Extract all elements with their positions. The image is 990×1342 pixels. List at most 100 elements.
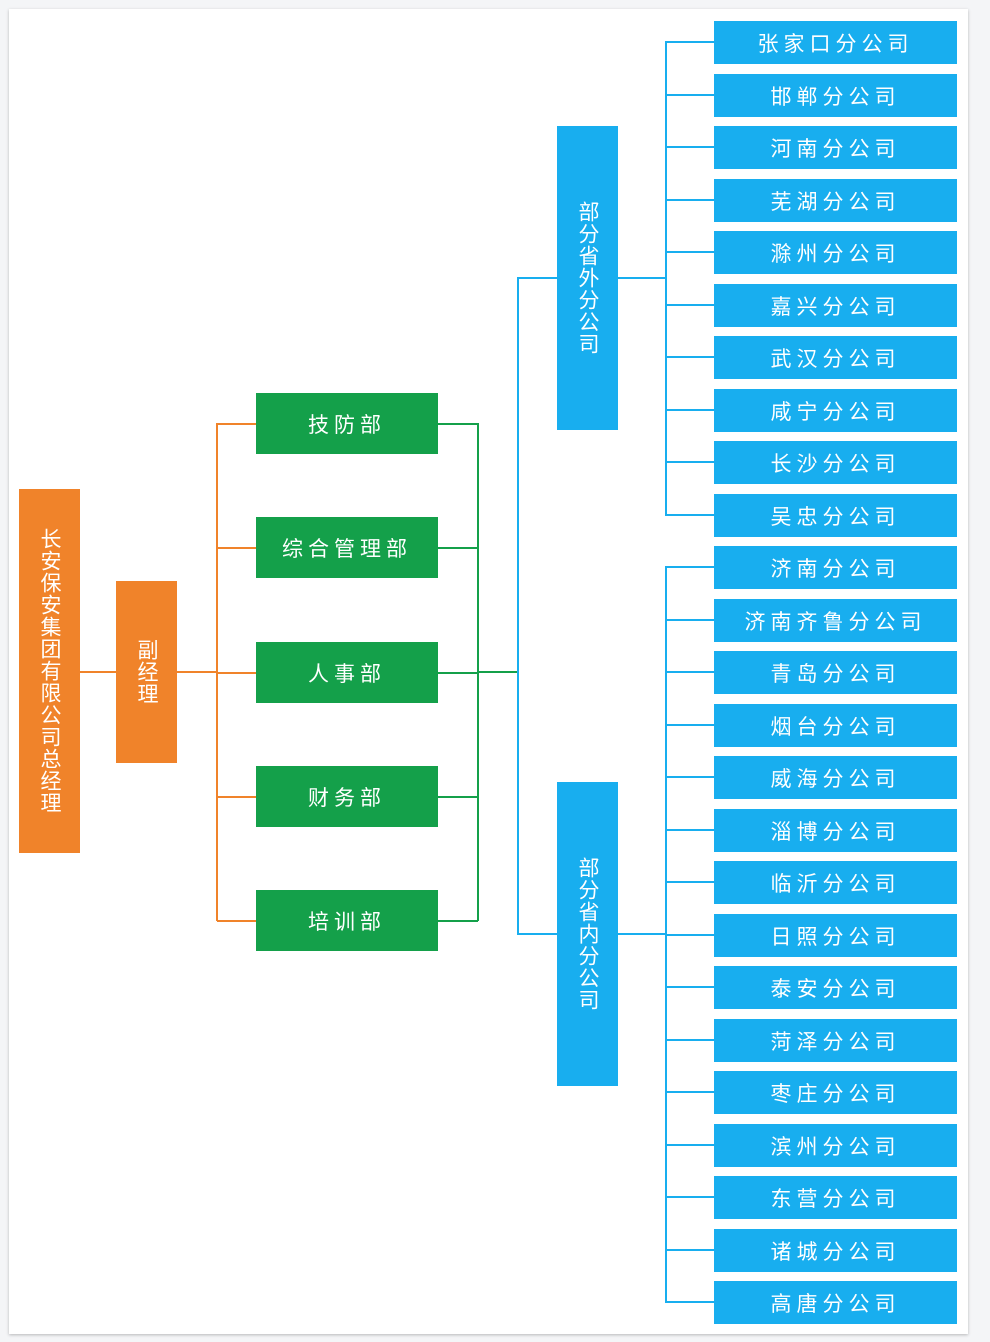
branch-node[interactable]: 烟台分公司 [714,704,957,747]
department-label: 人事部 [308,661,386,686]
branch-label: 高唐分公司 [770,1291,901,1316]
department-node[interactable]: 财务部 [256,766,438,827]
branch-node[interactable]: 青岛分公司 [714,651,957,694]
connector-deputy-to-department [217,672,256,674]
branch-label: 临沂分公司 [770,871,901,896]
branch-node[interactable]: 长沙分公司 [714,441,957,484]
connector-to-region-out [518,277,557,279]
branch-label: 菏泽分公司 [770,1029,901,1054]
branch-node[interactable]: 芜湖分公司 [714,179,957,222]
connector-deputy-to-department [217,423,256,425]
connector-to-branch [666,41,714,43]
connector-to-region-in [518,933,557,935]
branch-node[interactable]: 滁州分公司 [714,231,957,274]
branch-node[interactable]: 邯郸分公司 [714,74,957,117]
connector-department-out [438,672,478,674]
connector-to-branch [666,1144,714,1146]
connector-to-branch [666,356,714,358]
branch-label: 武汉分公司 [770,346,901,371]
branch-node[interactable]: 威海分公司 [714,756,957,799]
department-label: 技防部 [308,412,386,437]
connector-to-branch [666,1249,714,1251]
connector-to-branch [666,461,714,463]
branch-node[interactable]: 日照分公司 [714,914,957,957]
connector-region-to-branches [618,277,666,279]
connector-to-branch [666,986,714,988]
branch-label: 张家口分公司 [757,31,914,56]
connector-to-branch [666,619,714,621]
deputy-manager-node[interactable]: 副经理 [116,581,177,763]
connector-to-branch [666,934,714,936]
branch-node[interactable]: 高唐分公司 [714,1281,957,1324]
connector-to-branch [666,409,714,411]
connector-to-branch [666,881,714,883]
connector-gm-to-deputy [80,671,116,673]
branch-label: 芜湖分公司 [770,189,901,214]
branch-node[interactable]: 枣庄分公司 [714,1071,957,1114]
branch-label: 威海分公司 [770,766,901,791]
connector-to-branch [666,1091,714,1093]
branch-label: 烟台分公司 [770,714,901,739]
branch-label: 滨州分公司 [770,1134,901,1159]
department-node[interactable]: 培训部 [256,890,438,951]
branch-node[interactable]: 泰安分公司 [714,966,957,1009]
connector-to-branch [666,1039,714,1041]
branch-node[interactable]: 东营分公司 [714,1176,957,1219]
branch-label: 长沙分公司 [770,451,901,476]
connector-to-branch [666,199,714,201]
branch-label: 淄博分公司 [770,819,901,844]
branch-node[interactable]: 嘉兴分公司 [714,284,957,327]
connector-to-branch [666,1196,714,1198]
branch-node[interactable]: 淄博分公司 [714,809,957,852]
branch-label: 济南齐鲁分公司 [744,609,927,634]
branch-node[interactable]: 济南分公司 [714,546,957,589]
connector-to-branch [666,514,714,516]
general-manager-node[interactable]: 长安保安集团有限公司总经理 [19,489,80,853]
branch-node[interactable]: 临沂分公司 [714,861,957,904]
connector-to-branch [666,776,714,778]
connector-to-branch [666,671,714,673]
branch-label: 滁州分公司 [770,241,901,266]
connector-to-branch [666,829,714,831]
connector-to-branch [666,566,714,568]
department-node[interactable]: 技防部 [256,393,438,454]
branch-label: 日照分公司 [770,924,901,949]
connector-deputy-to-department [217,920,256,922]
branch-node[interactable]: 诸城分公司 [714,1229,957,1272]
branch-node[interactable]: 武汉分公司 [714,336,957,379]
branch-label: 河南分公司 [770,136,901,161]
department-node[interactable]: 综合管理部 [256,517,438,578]
connector-deputy-to-department [217,547,256,549]
connector-department-out [438,423,478,425]
connector-deputy-to-department [217,796,256,798]
general-manager-label: 长安保安集团有限公司总经理 [38,528,62,814]
branch-label: 诸城分公司 [770,1239,901,1264]
branch-node[interactable]: 张家口分公司 [714,21,957,64]
connector-region-to-branches [618,933,666,935]
connector-department-out [438,920,478,922]
branch-node[interactable]: 菏泽分公司 [714,1019,957,1062]
branch-label: 泰安分公司 [770,976,901,1001]
branch-label: 吴忠分公司 [770,504,901,529]
connector-branches-bracket [665,566,667,1303]
branch-node[interactable]: 河南分公司 [714,126,957,169]
connector-department-out [438,796,478,798]
branch-label: 东营分公司 [770,1186,901,1211]
branch-node[interactable]: 咸宁分公司 [714,389,957,432]
branch-node[interactable]: 济南齐鲁分公司 [714,599,957,642]
region-node-inside-province[interactable]: 部分省内分公司 [557,782,618,1086]
department-label: 财务部 [308,785,386,810]
connector-branches-bracket [665,41,667,516]
branch-label: 枣庄分公司 [770,1081,901,1106]
connector-department-out [438,547,478,549]
branch-label: 邯郸分公司 [770,84,901,109]
department-label: 培训部 [308,909,386,934]
connector-departments-out [478,671,518,673]
connector-to-branch [666,724,714,726]
branch-label: 青岛分公司 [770,661,901,686]
branch-node[interactable]: 滨州分公司 [714,1124,957,1167]
branch-node[interactable]: 吴忠分公司 [714,494,957,537]
region-node-outside-province[interactable]: 部分省外分公司 [557,126,618,430]
department-node[interactable]: 人事部 [256,642,438,703]
region-label: 部分省外分公司 [576,201,600,355]
